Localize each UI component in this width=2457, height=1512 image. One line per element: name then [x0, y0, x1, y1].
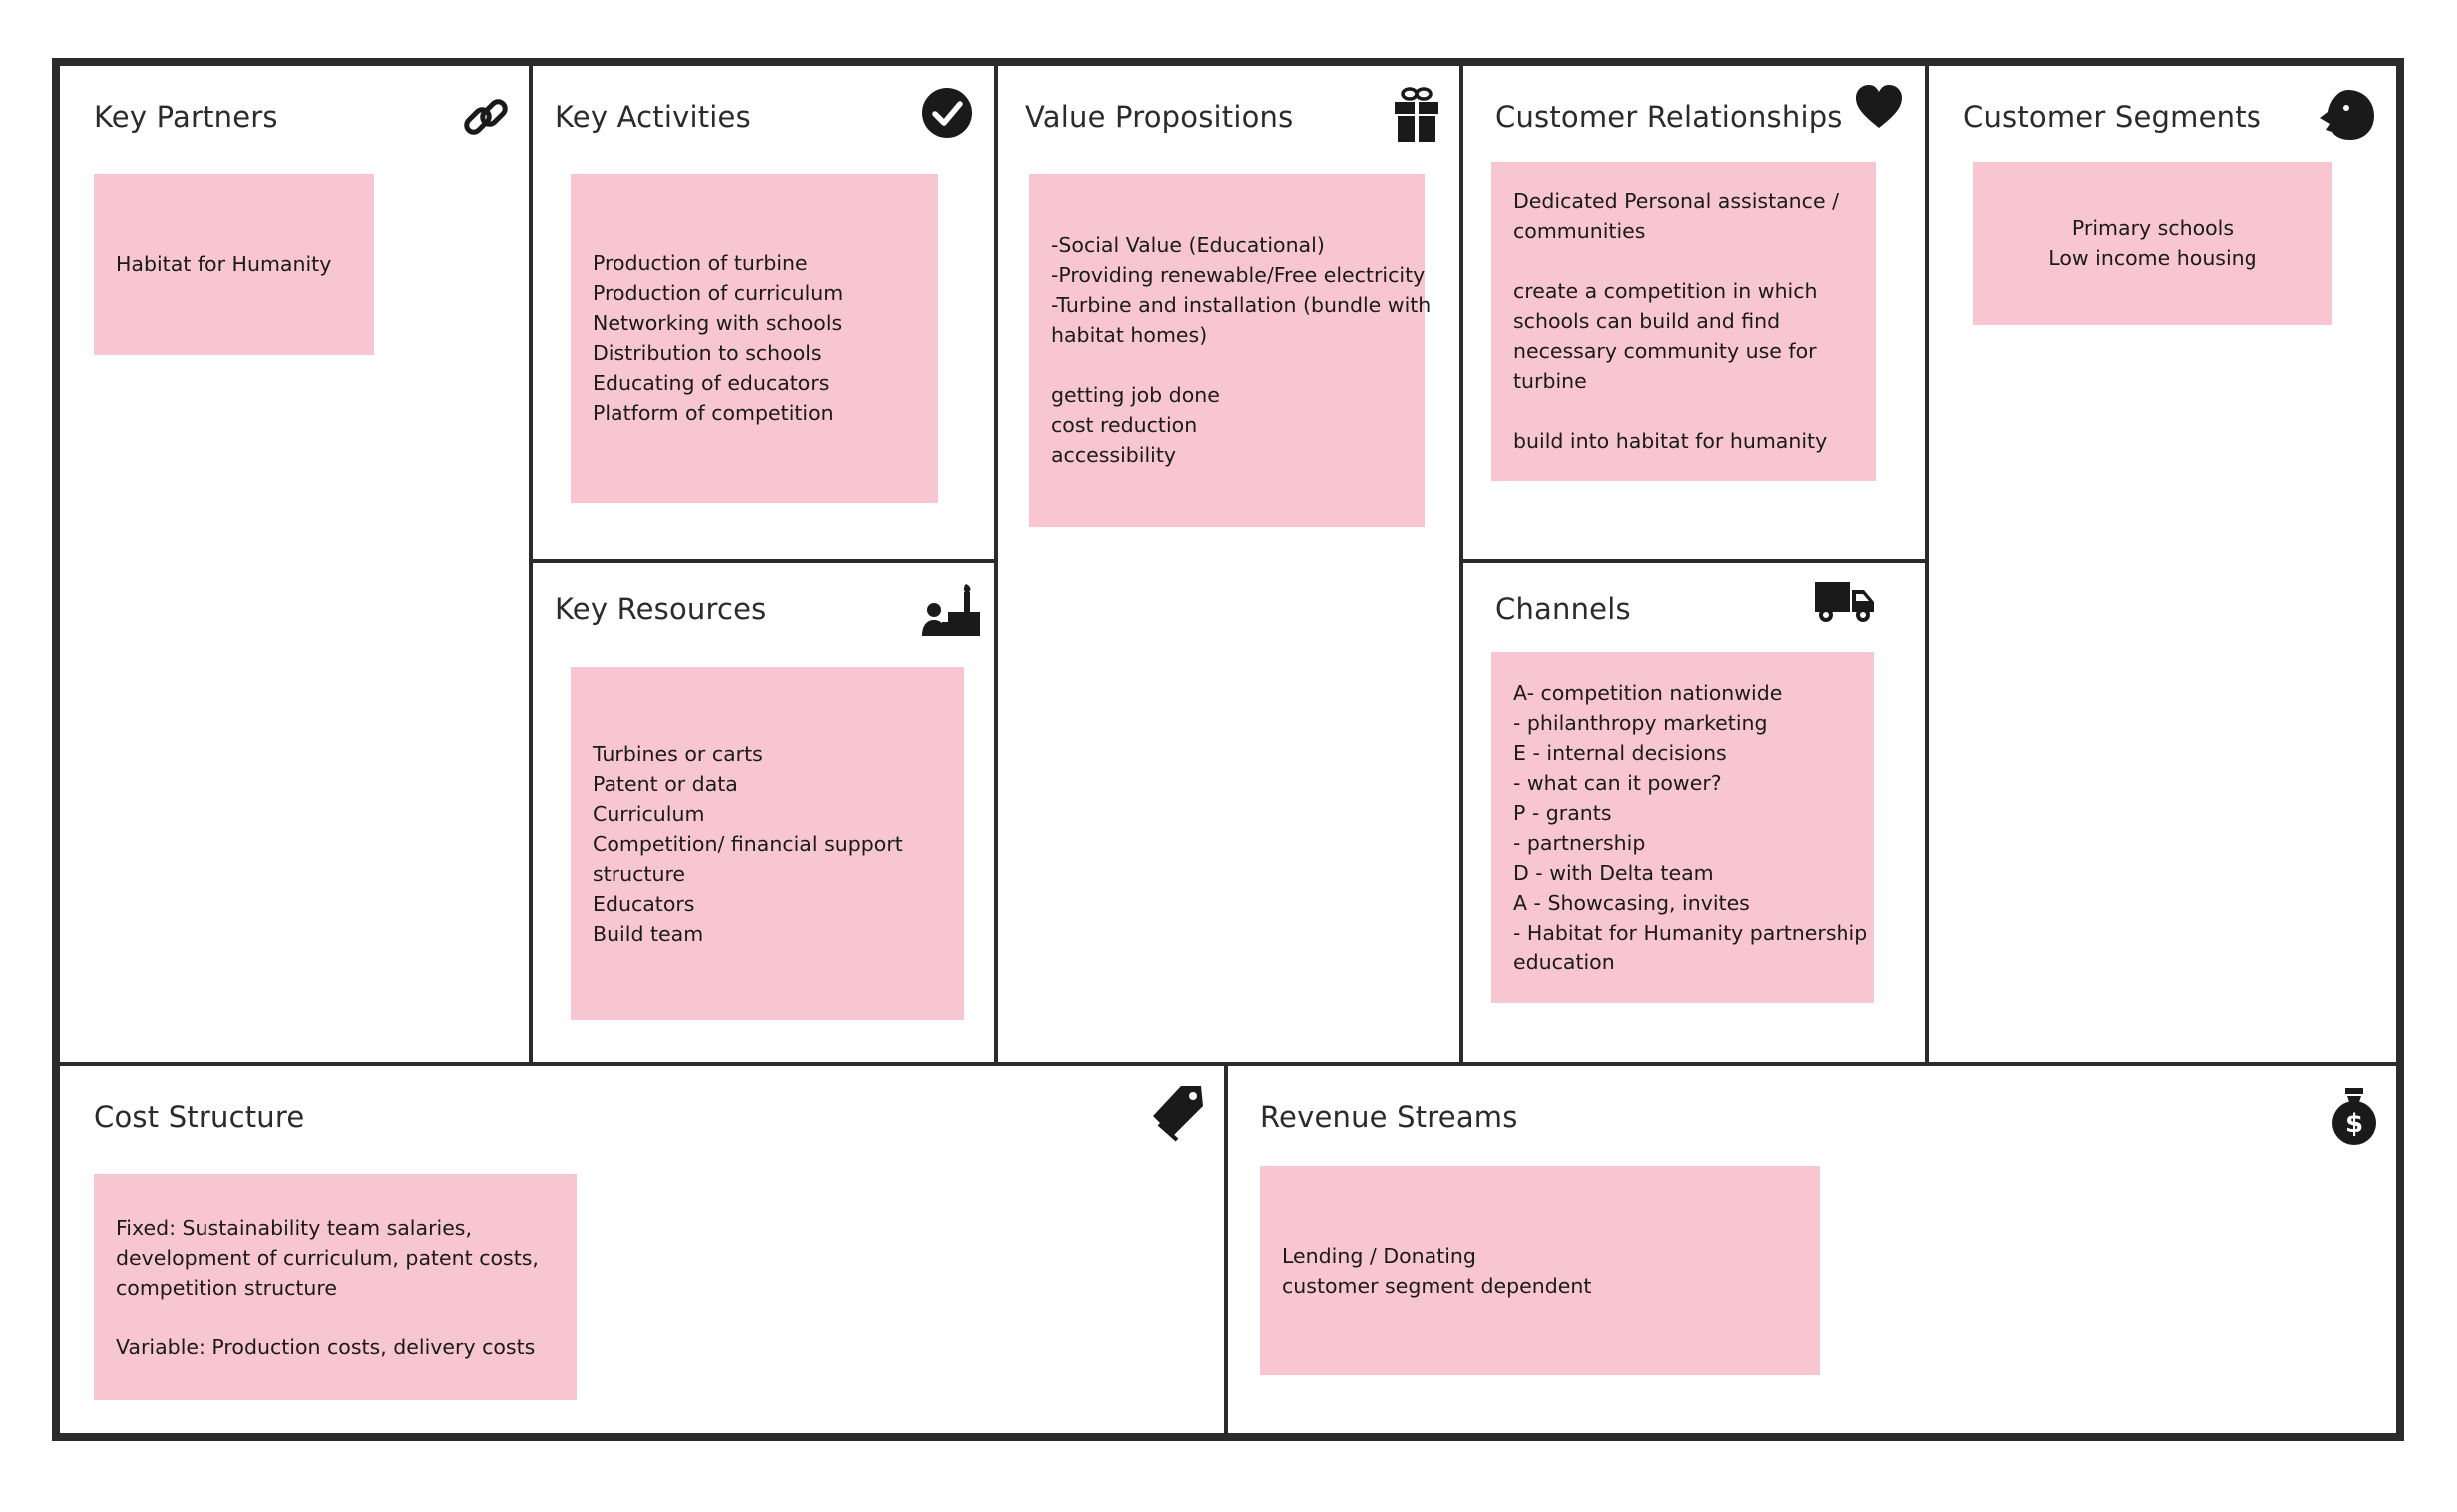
- note-line: habitat homes): [1051, 323, 1208, 347]
- sticky-note: Lending / Donating customer segment depen…: [1260, 1166, 1820, 1375]
- note-line: - partnership: [1513, 831, 1646, 855]
- block-title: Cost Structure: [94, 1100, 305, 1134]
- note-line: - Habitat for Humanity partnership: [1513, 921, 1868, 945]
- truck-icon: [1813, 580, 1876, 624]
- block-cost-structure: Cost Structure Fixed: Sustainability tea…: [60, 1066, 1224, 1433]
- note-line: Build team: [593, 922, 704, 945]
- note-line: Networking with schools: [593, 311, 843, 335]
- divider: [994, 66, 998, 1066]
- factory-worker-icon: [920, 582, 982, 640]
- note-line: -Social Value (Educational): [1051, 233, 1325, 257]
- svg-text:$: $: [2345, 1109, 2363, 1139]
- divider: [60, 1062, 2396, 1066]
- block-title: Key Activities: [555, 100, 751, 134]
- note-line: customer segment dependent: [1282, 1274, 1592, 1298]
- checkmark-icon: [920, 86, 974, 140]
- block-channels: Channels A- competition nationwide - phil…: [1463, 563, 1925, 1062]
- divider: [1224, 1066, 1228, 1433]
- note-line: A- competition nationwide: [1513, 681, 1783, 705]
- note-line: -Turbine and installation (bundle with: [1051, 293, 1432, 317]
- note-line: development of curriculum, patent costs,: [116, 1245, 539, 1270]
- note-line: Educating of educators: [593, 371, 830, 395]
- note-line: -Providing renewable/Free electricity: [1051, 263, 1426, 287]
- note-line: E - internal decisions: [1513, 741, 1727, 765]
- sticky-note: A- competition nationwide - philanthropy …: [1491, 652, 1874, 1003]
- note-line: Educators: [593, 892, 695, 916]
- block-title: Revenue Streams: [1260, 1100, 1518, 1134]
- link-icon: [459, 90, 513, 144]
- block-title: Customer Segments: [1963, 100, 2262, 134]
- note-line: Patent or data: [593, 772, 738, 796]
- note-line: education: [1513, 950, 1615, 974]
- note-line: Competition/ financial support: [593, 832, 903, 856]
- divider: [1459, 559, 1929, 563]
- note-line: build into habitat for humanity: [1513, 429, 1828, 453]
- note-line: - philanthropy marketing: [1513, 711, 1768, 735]
- business-model-canvas: Key Partners Habitat for Humanity Key Ac…: [52, 58, 2404, 1441]
- note-line: Fixed: Sustainability team salaries,: [116, 1215, 472, 1240]
- note-line: Curriculum: [593, 802, 705, 826]
- note-line: Platform of competition: [593, 401, 834, 425]
- note-line: P - grants: [1513, 801, 1612, 825]
- block-title: Channels: [1495, 592, 1631, 626]
- note-line: turbine: [1513, 369, 1587, 393]
- note-line: getting job done: [1051, 383, 1220, 407]
- block-title: Key Partners: [94, 100, 278, 134]
- block-title: Value Propositions: [1025, 100, 1294, 134]
- note-line: - what can it power?: [1513, 771, 1722, 795]
- note-line: Low income housing: [2048, 246, 2257, 270]
- sticky-note: Habitat for Humanity: [94, 174, 374, 355]
- note-line: Habitat for Humanity: [116, 252, 332, 276]
- note-line: necessary community use for: [1513, 339, 1817, 363]
- note-line: Distribution to schools: [593, 341, 822, 365]
- block-revenue-streams: Revenue Streams $ Lending / Donating cust…: [1228, 1066, 2396, 1433]
- block-key-partners: Key Partners Habitat for Humanity: [60, 66, 529, 1062]
- note-line: Primary schools: [2071, 216, 2235, 240]
- block-value-propositions: Value Propositions -Social Value (Educat…: [998, 66, 1459, 1062]
- note-line: schools can build and find: [1513, 309, 1781, 333]
- money-bag-icon: $: [2329, 1086, 2379, 1146]
- sticky-note: Dedicated Personal assistance / communiti…: [1491, 162, 1876, 481]
- person-head-icon: [2316, 88, 2378, 142]
- note-line: Lending / Donating: [1282, 1244, 1476, 1268]
- block-title: Customer Relationships: [1495, 100, 1843, 134]
- note-line: Production of curriculum: [593, 281, 844, 305]
- heart-icon: [1854, 84, 1904, 130]
- note-line: create a competition in which: [1513, 279, 1818, 303]
- price-tag-icon: [1151, 1084, 1205, 1142]
- block-customer-relationships: Customer Relationships Dedicated Persona…: [1463, 66, 1925, 559]
- divider: [529, 559, 998, 563]
- note-line: A - Showcasing, invites: [1513, 891, 1750, 915]
- note-line: structure: [593, 862, 686, 886]
- note-line: Dedicated Personal assistance /: [1513, 189, 1839, 213]
- note-line: [1051, 350, 1403, 380]
- note-line: [1513, 396, 1854, 426]
- divider: [529, 66, 533, 1066]
- divider: [1925, 66, 1929, 1066]
- note-line: cost reduction: [1051, 413, 1198, 437]
- sticky-note: -Social Value (Educational) -Providing re…: [1029, 174, 1432, 527]
- note-line: D - with Delta team: [1513, 861, 1714, 885]
- note-line: competition structure: [116, 1275, 337, 1300]
- gift-icon: [1391, 86, 1442, 144]
- sticky-note: Fixed: Sustainability team salaries, deve…: [94, 1174, 577, 1400]
- note-line: Turbines or carts: [593, 742, 763, 766]
- note-line: communities: [1513, 219, 1646, 243]
- note-line: Production of turbine: [593, 251, 808, 275]
- note-line: [1513, 246, 1854, 276]
- note-line: Variable: Production costs, delivery cos…: [116, 1334, 536, 1359]
- note-line: accessibility: [1051, 443, 1177, 467]
- block-title: Key Resources: [555, 592, 767, 626]
- divider: [1459, 66, 1463, 1066]
- note-line: [116, 1303, 555, 1332]
